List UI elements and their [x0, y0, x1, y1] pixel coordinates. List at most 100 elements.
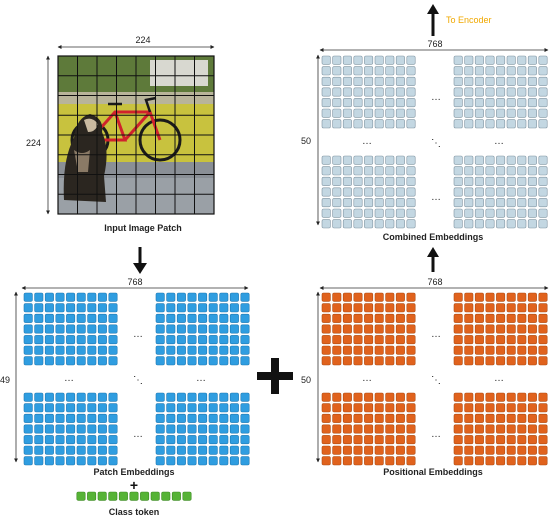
embedding-cell — [87, 403, 97, 413]
embedding-cell — [385, 345, 395, 355]
embedding-cell — [353, 66, 363, 76]
embedding-cell — [155, 313, 165, 323]
embedding-cell — [527, 435, 537, 445]
embedding-cell — [395, 76, 405, 86]
embedding-cell — [34, 335, 44, 345]
embedding-cell — [342, 76, 352, 86]
embedding-cell — [34, 456, 44, 466]
embedding-cell — [166, 345, 176, 355]
embedding-cell — [517, 87, 527, 97]
embedding-cell — [44, 445, 54, 455]
embedding-cell — [187, 435, 197, 445]
embedding-cell — [496, 413, 506, 423]
embedding-cell — [364, 424, 374, 434]
embedding-cell — [385, 335, 395, 345]
embedding-cell — [332, 335, 342, 345]
embedding-cell — [176, 392, 186, 402]
embedding-cell — [332, 303, 342, 313]
embedding-cell — [496, 66, 506, 76]
embedding-cell — [187, 303, 197, 313]
embedding-cell — [34, 356, 44, 366]
embedding-cell — [453, 119, 463, 129]
embedding-cell — [485, 119, 495, 129]
embedding-cell — [229, 303, 239, 313]
embedding-cell — [87, 345, 97, 355]
embedding-cell — [406, 313, 416, 323]
embedding-cell — [353, 424, 363, 434]
embedding-cell — [155, 413, 165, 423]
embedding-cell — [55, 292, 65, 302]
embedding-cell — [176, 424, 186, 434]
embedding-cell — [496, 176, 506, 186]
class-token-cell — [97, 491, 107, 501]
embedding-cell — [517, 76, 527, 86]
embedding-cell — [485, 435, 495, 445]
embedding-cell — [44, 313, 54, 323]
embedding-cell — [108, 403, 118, 413]
embedding-cell — [342, 198, 352, 208]
embedding-cell — [108, 313, 118, 323]
embedding-cell — [321, 356, 331, 366]
embedding-cell — [187, 392, 197, 402]
embedding-cell — [538, 356, 548, 366]
embedding-cell — [527, 119, 537, 129]
embedding-cell — [385, 187, 395, 197]
embedding-cell — [342, 335, 352, 345]
embedding-cell — [506, 208, 516, 218]
embedding-cell — [527, 456, 537, 466]
embedding-cell — [485, 445, 495, 455]
embedding-cell — [374, 187, 384, 197]
embedding-cell — [453, 324, 463, 334]
embedding-cell — [506, 335, 516, 345]
embedding-cell — [538, 198, 548, 208]
embedding-cell — [87, 292, 97, 302]
embedding-cell — [87, 335, 97, 345]
embedding-cell — [395, 413, 405, 423]
embedding-cell — [506, 324, 516, 334]
embedding-cell — [342, 87, 352, 97]
embedding-cell — [219, 345, 229, 355]
arrow-input-to-patch-embeddings — [133, 247, 147, 274]
embedding-cell — [453, 356, 463, 366]
class-token-cell — [108, 491, 118, 501]
embedding-cell — [76, 424, 86, 434]
embedding-cell — [485, 76, 495, 86]
embedding-cell — [485, 198, 495, 208]
embedding-cell — [364, 187, 374, 197]
embedding-cell — [321, 166, 331, 176]
embedding-cell — [406, 87, 416, 97]
embedding-cell — [474, 176, 484, 186]
embedding-cell — [240, 356, 250, 366]
embedding-cell — [395, 456, 405, 466]
embedding-cell — [395, 345, 405, 355]
embedding-cell — [406, 445, 416, 455]
embedding-cell — [453, 345, 463, 355]
embedding-cell — [364, 356, 374, 366]
embedding-cell — [353, 345, 363, 355]
embedding-cell — [240, 424, 250, 434]
class-token-cell — [140, 491, 150, 501]
embedding-cell — [406, 324, 416, 334]
embedding-cell — [496, 392, 506, 402]
embedding-cell — [321, 87, 331, 97]
embedding-cell — [208, 313, 218, 323]
embedding-cell — [385, 435, 395, 445]
embedding-cell — [464, 155, 474, 165]
embedding-cell — [55, 403, 65, 413]
embedding-cell — [385, 119, 395, 129]
patch-height-label: 49 — [0, 375, 10, 385]
embedding-cell — [342, 166, 352, 176]
embedding-cell — [506, 392, 516, 402]
embedding-cell — [342, 208, 352, 218]
embedding-cell — [44, 392, 54, 402]
embedding-cell — [44, 345, 54, 355]
embedding-cell — [374, 445, 384, 455]
embedding-cell — [527, 445, 537, 455]
embedding-cell — [332, 66, 342, 76]
embedding-cell — [23, 356, 33, 366]
embedding-cell — [44, 413, 54, 423]
embedding-cell — [240, 403, 250, 413]
embedding-cell — [464, 76, 474, 86]
embedding-cell — [166, 435, 176, 445]
embedding-cell — [240, 335, 250, 345]
